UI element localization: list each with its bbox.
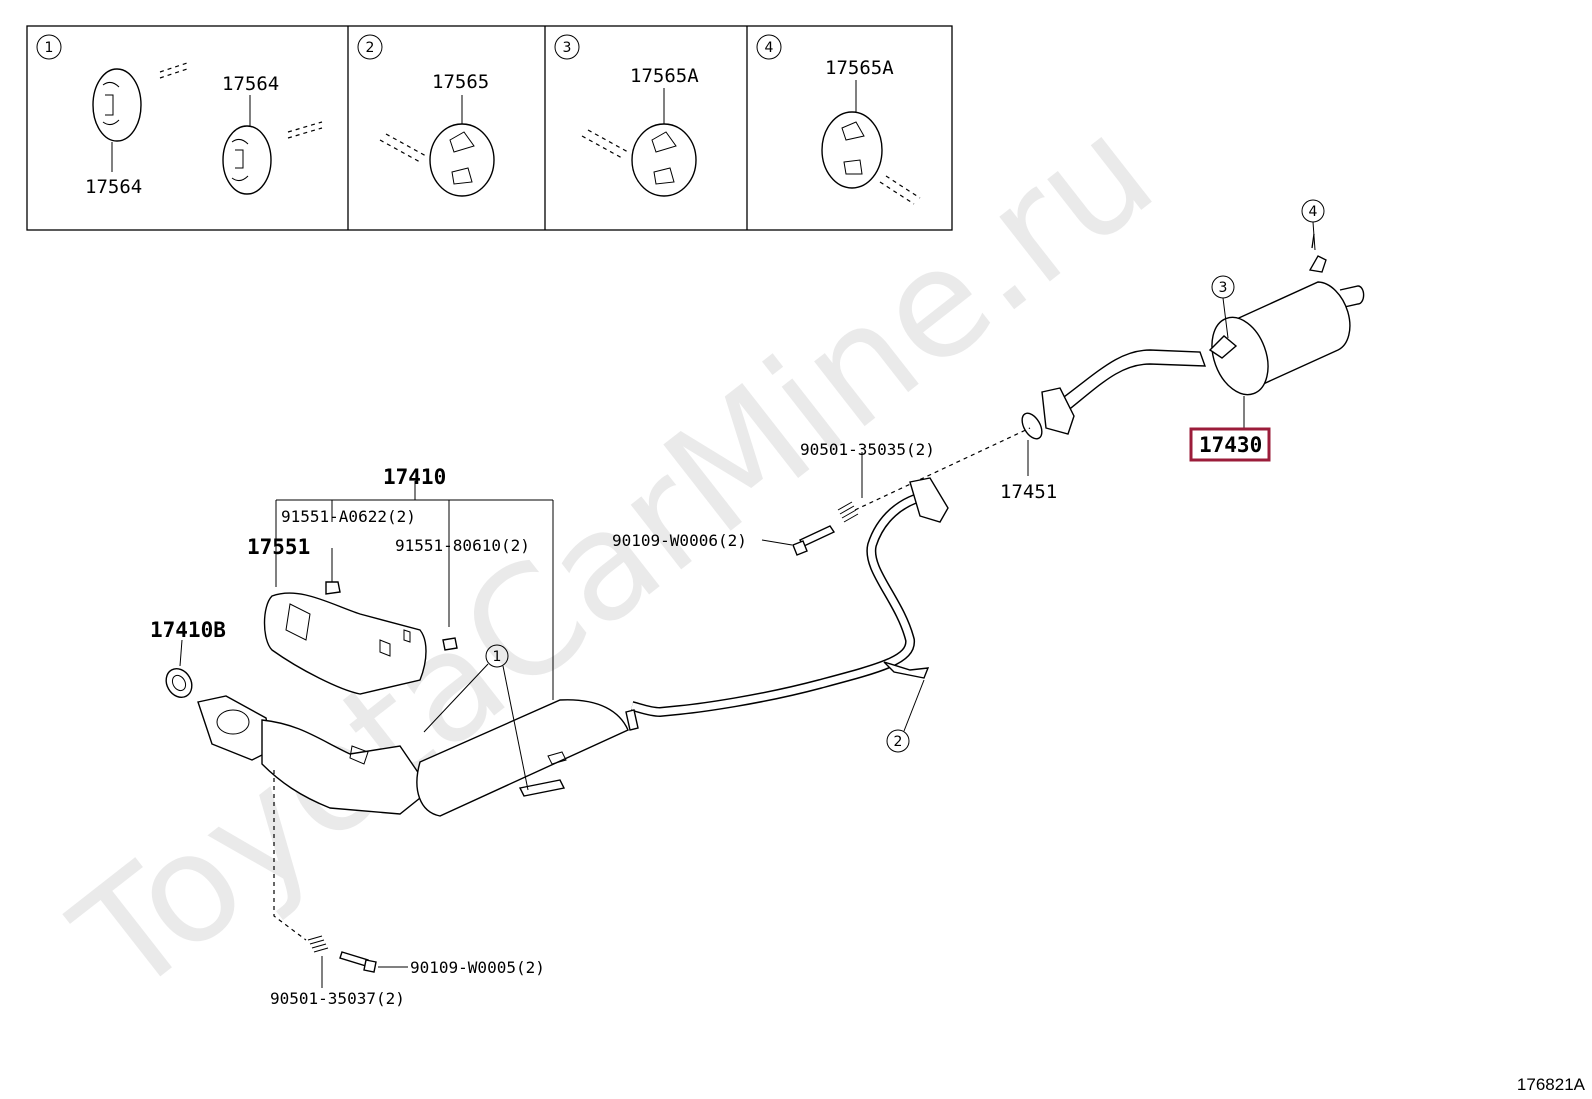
callout-3: 3 [1219, 280, 1228, 296]
panel-index: 4 [765, 40, 774, 56]
part-label-17565: 17565 [432, 71, 489, 93]
panel-index: 3 [563, 40, 572, 56]
panel-index: 1 [45, 40, 54, 56]
part-label-17410b[interactable]: 17410B [150, 618, 226, 642]
gasket-icon [165, 667, 193, 699]
callout-4: 4 [1309, 204, 1318, 220]
center-pipe: 90501-35035(2) 90109-W0006(2) 2 [612, 440, 949, 753]
rubber-hanger-icon [821, 111, 883, 189]
front-pipe-assembly: 17410 91551-A0622(2) 91551-80610(2) 1755… [150, 465, 639, 1008]
gasket-icon [1021, 412, 1043, 440]
diagram-code: 176821A [1517, 1075, 1586, 1094]
panel-index: 2 [366, 40, 375, 56]
catalytic-converter-icon [416, 699, 629, 817]
muffler-assembly: 17430 17451 3 4 [1000, 199, 1365, 503]
inset-panel-3: 3 17565A [554, 34, 699, 197]
part-label-90109-w0005[interactable]: 90109-W0005(2) [410, 958, 545, 977]
part-label-17551[interactable]: 17551 [247, 535, 310, 559]
part-label-17564-b: 17564 [222, 73, 279, 95]
part-label-17565a-1: 17565A [630, 65, 699, 87]
callout-2: 2 [894, 734, 903, 750]
part-label-90501-35035[interactable]: 90501-35035(2) [800, 440, 935, 459]
rubber-hanger-icon [631, 123, 697, 197]
part-label-17451[interactable]: 17451 [1000, 481, 1057, 503]
part-label-91551-80610[interactable]: 91551-80610(2) [395, 536, 530, 555]
watermark: ToyotaCarMine.ru [44, 84, 1185, 1028]
part-label-17430[interactable]: 17430 [1199, 433, 1262, 457]
part-label-17565a-2: 17565A [825, 57, 894, 79]
rubber-hanger-icon [222, 125, 272, 195]
inset-panel-1: 1 17564 17564 [36, 34, 323, 198]
heat-insulator-icon [263, 592, 427, 695]
part-label-17564-a: 17564 [85, 176, 142, 198]
rubber-hanger-icon [429, 123, 495, 197]
inset-panel-4: 4 17565A [756, 34, 921, 205]
part-label-91551-a0622[interactable]: 91551-A0622(2) [281, 507, 416, 526]
part-label-90501-35037[interactable]: 90501-35037(2) [270, 989, 405, 1008]
highlight-box [1189, 427, 1271, 462]
inset-panel-2: 2 17565 [357, 34, 495, 197]
callout-1: 1 [493, 649, 502, 665]
part-label-90109-w0006[interactable]: 90109-W0006(2) [612, 531, 747, 550]
part-label-17410[interactable]: 17410 [383, 465, 446, 489]
rubber-hanger-icon [92, 68, 142, 142]
inset-panels: 1 17564 17564 2 17565 3 [26, 25, 953, 231]
